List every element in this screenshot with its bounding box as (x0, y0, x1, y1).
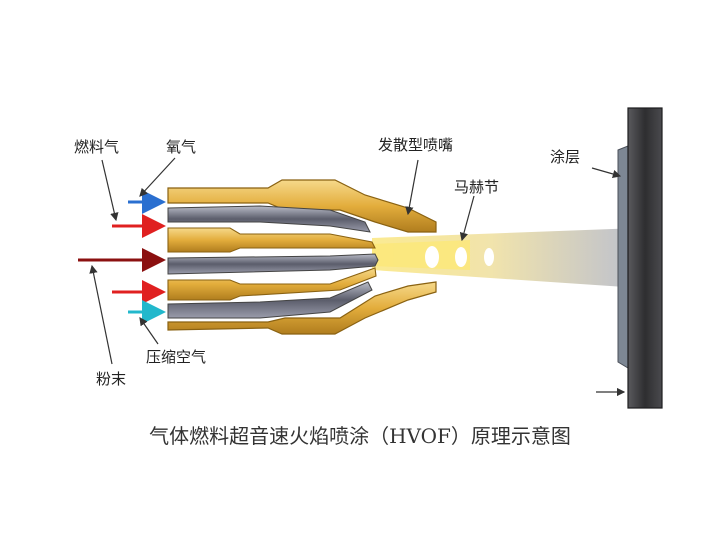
nozzle-lower-shell (167, 281, 437, 335)
coating-layer (617, 145, 629, 369)
label-mach-diamonds: 马赫节 (454, 178, 500, 196)
nozzle-center-channel (167, 253, 379, 275)
label-oxygen: 氧气 (166, 138, 197, 156)
leader-fuel-gas (101, 159, 119, 222)
nozzle-lower-inner (167, 267, 377, 301)
leader-mach-diamonds (459, 195, 475, 242)
nozzle-upper-inner (167, 227, 376, 253)
leader-oxygen (139, 157, 176, 197)
label-divergent-nozzle: 发散型喷嘴 (378, 136, 454, 154)
nozzle-upper-channel (167, 205, 371, 233)
mach-diamond-2 (455, 247, 467, 267)
mach-diamond-1 (425, 246, 439, 268)
label-fuel-gas: 燃料气 (74, 138, 120, 156)
flame-core (372, 240, 470, 270)
mach-diamond-3 (484, 248, 494, 266)
substrate (627, 107, 663, 409)
leader-divergent-nozzle (405, 159, 419, 216)
label-compressed-air: 压缩空气 (146, 348, 207, 366)
leader-compressed-air (139, 317, 159, 345)
nozzle-upper-shell (167, 179, 437, 233)
nozzle-lower-channel (167, 281, 373, 319)
diagram-caption: 气体燃料超音速火焰喷涂（HVOF）原理示意图 (149, 424, 571, 448)
leader-powder (89, 264, 113, 365)
label-coating: 涂层 (550, 148, 581, 166)
label-powder: 粉末 (96, 370, 127, 388)
leader-coating (591, 167, 622, 179)
